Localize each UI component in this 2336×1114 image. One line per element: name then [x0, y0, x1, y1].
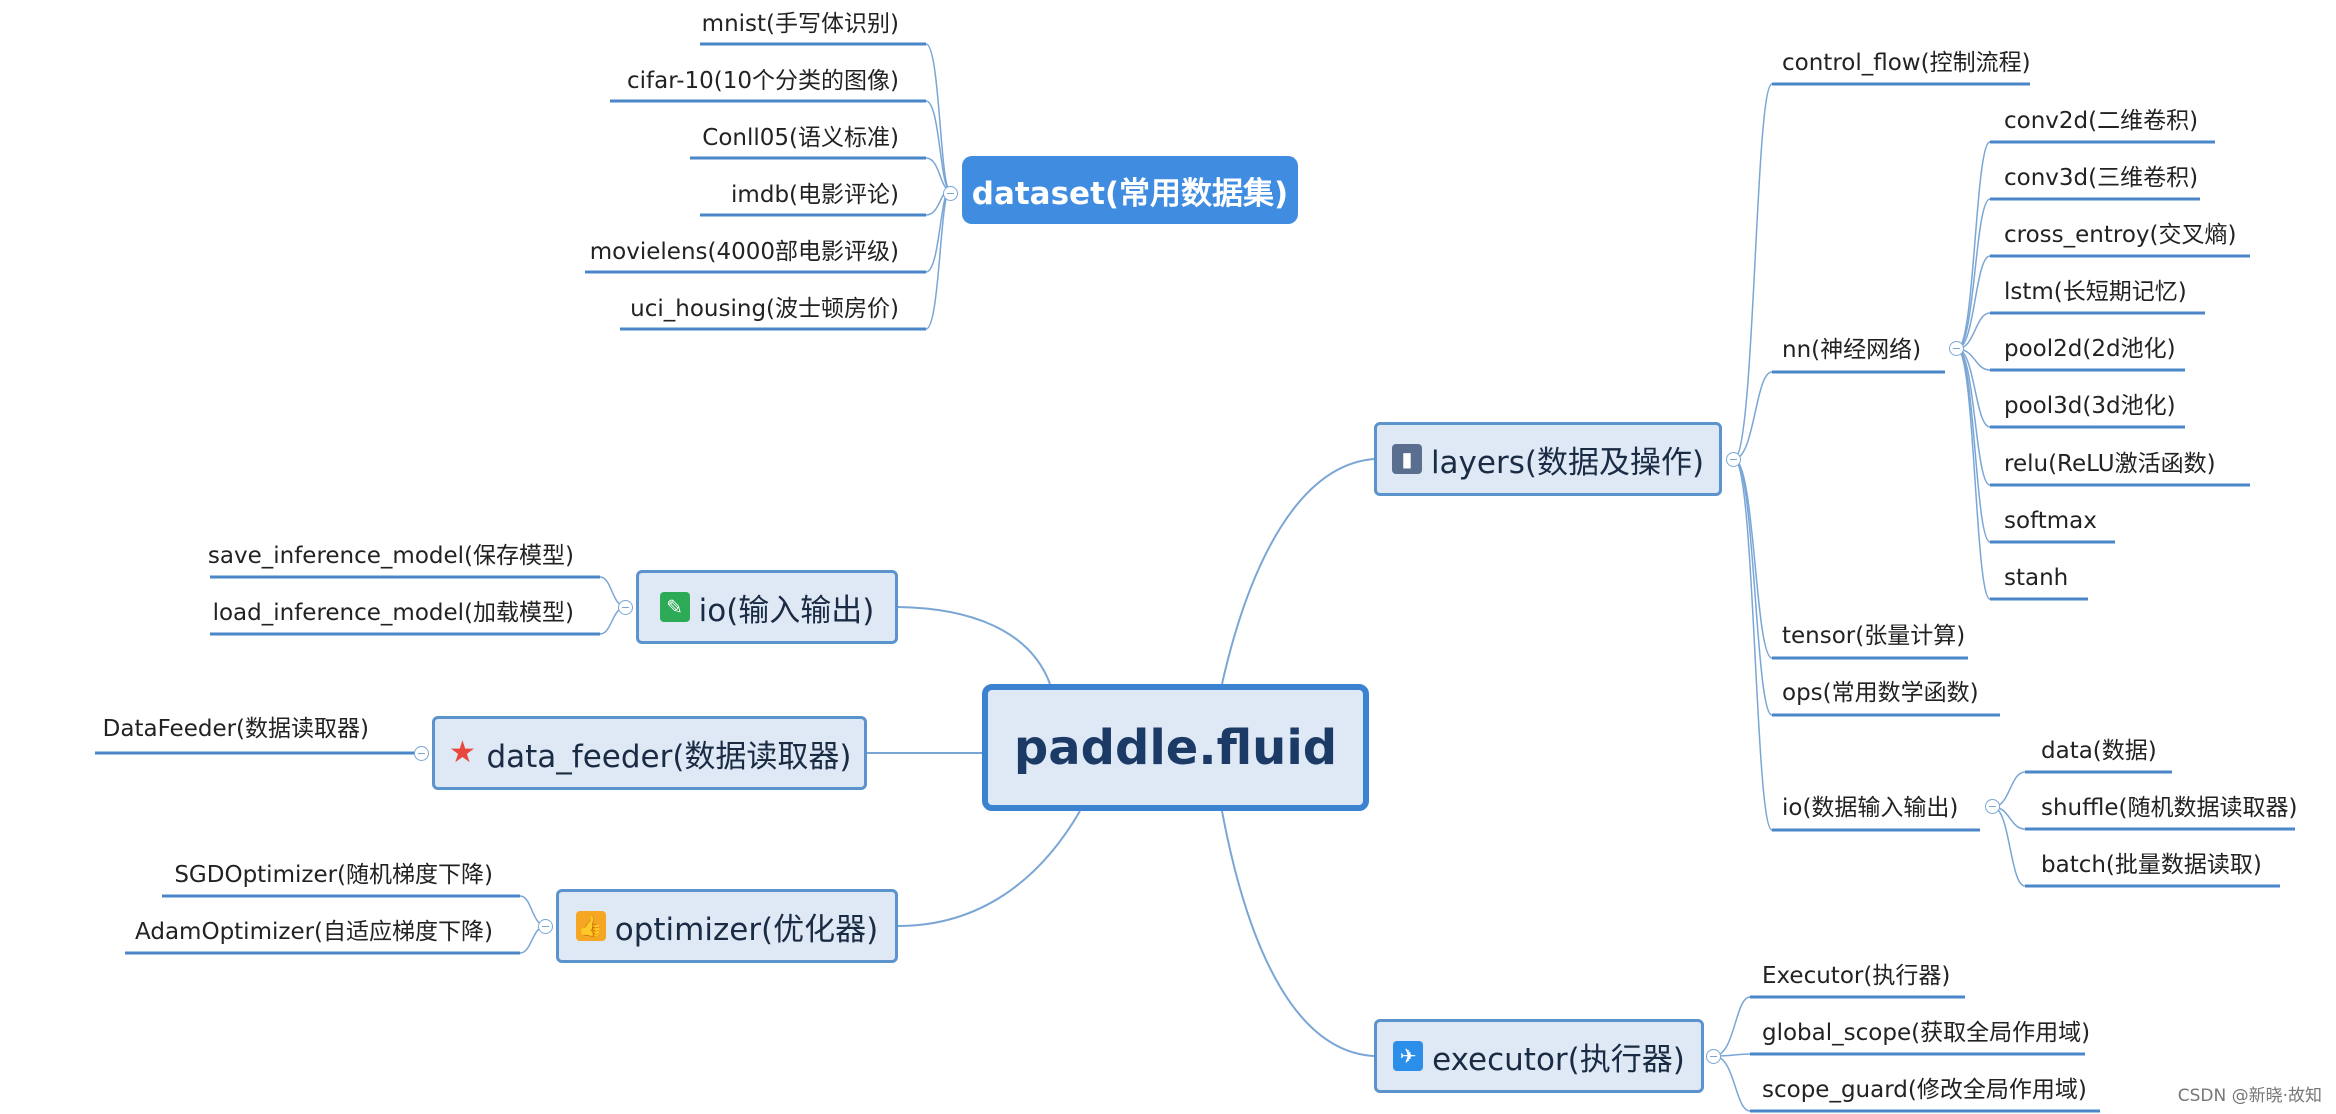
optimizer-item[interactable]: AdamOptimizer(自适应梯度下降) [135, 919, 493, 945]
layers-io-item[interactable]: batch(批量数据读取) [2041, 852, 2262, 878]
nn-item[interactable]: conv2d(二维卷积) [2004, 108, 2199, 134]
dataset-collapse-icon[interactable] [943, 186, 958, 201]
pencil-icon: ✎ [659, 592, 690, 622]
executor-item[interactable]: scope_guard(修改全局作用域) [1762, 1077, 2087, 1103]
layers-child[interactable]: ops(常用数学函数) [1782, 680, 1979, 706]
root-node[interactable]: paddle.fluid [982, 684, 1369, 811]
thumbs-up-icon: 👍 [575, 911, 606, 941]
optimizer-label: optimizer(优化器) [614, 911, 879, 948]
dataset-item[interactable]: Conll05(语义标准) [702, 125, 899, 151]
optimizer-collapse-icon[interactable] [538, 919, 553, 934]
executor-node[interactable]: ✈ executor(执行器) [1374, 1019, 1704, 1093]
root-to-io-line [897, 606, 1051, 685]
dataset-item[interactable]: movielens(4000部电影评级) [589, 239, 899, 265]
data-feeder-collapse-icon[interactable] [414, 746, 429, 761]
star-icon: ★ [449, 735, 476, 770]
layers-io-item[interactable]: shuffle(随机数据读取器) [2041, 795, 2298, 821]
executor-branch-line [1713, 996, 1751, 1057]
nn-branch-line [1956, 348, 1991, 600]
nn-item[interactable]: pool3d(3d池化) [2004, 393, 2176, 419]
layers-branch-line [1733, 83, 1773, 460]
airplane-icon: ✈ [1393, 1041, 1424, 1071]
layers-io-item[interactable]: data(数据) [2041, 738, 2157, 764]
nn-item[interactable]: lstm(长短期记忆) [2004, 279, 2187, 305]
layers-branch-line [1733, 458, 1773, 716]
layers-collapse-icon[interactable] [1726, 452, 1741, 467]
dataset-item[interactable]: cifar-10(10个分类的图像) [627, 68, 899, 94]
nn-branch-line [1956, 141, 1991, 350]
data-feeder-node[interactable]: ★ data_feeder(数据读取器) [432, 716, 867, 790]
nn-branch-line [1956, 198, 1991, 350]
watermark: CSDN @新晓·故知 [2177, 1086, 2322, 1106]
layers-child[interactable]: tensor(张量计算) [1782, 623, 1966, 649]
root-to-optimizer-line [897, 810, 1081, 927]
nn-item[interactable]: conv3d(三维卷积) [2004, 165, 2199, 191]
io-item[interactable]: save_inference_model(保存模型) [207, 543, 574, 569]
layers-io-collapse-icon[interactable] [1985, 799, 2000, 814]
executor-item[interactable]: global_scope(获取全局作用域) [1762, 1020, 2091, 1046]
executor-item[interactable]: Executor(执行器) [1762, 963, 1951, 989]
layers-child[interactable]: io(数据输入输出) [1782, 795, 1959, 821]
dataset-item[interactable]: uci_housing(波士顿房价) [630, 296, 899, 322]
dataset-branch-line [925, 189, 951, 273]
data-feeder-item[interactable]: DataFeeder(数据读取器) [102, 716, 369, 742]
layers-child[interactable]: control_flow(控制流程) [1782, 50, 2031, 76]
io-node[interactable]: ✎ io(输入输出) [636, 570, 898, 644]
dataset-label: dataset(常用数据集) [971, 175, 1289, 212]
optimizer-node[interactable]: 👍 optimizer(优化器) [556, 889, 898, 963]
dataset-branch-line [925, 43, 951, 191]
executor-label: executor(执行器) [1432, 1041, 1685, 1078]
layers-child[interactable]: nn(神经网络) [1782, 337, 1922, 363]
executor-branch-line [1713, 1055, 1751, 1112]
dataset-item[interactable]: mnist(手写体识别) [701, 11, 899, 37]
io-collapse-icon[interactable] [618, 600, 633, 615]
nn-item[interactable]: softmax [2004, 508, 2097, 534]
dataset-node[interactable]: dataset(常用数据集) [962, 156, 1298, 224]
nn-item[interactable]: relu(ReLU激活函数) [2004, 451, 2216, 477]
dataset-branch-line [925, 100, 951, 191]
nn-item[interactable]: pool2d(2d池化) [2004, 336, 2176, 362]
root-to-executor-line [1221, 810, 1375, 1057]
io-label: io(输入输出) [698, 592, 875, 629]
layers-branch-line [1733, 458, 1773, 659]
nn-branch-line [1956, 348, 1991, 428]
layers-io-branch-line [1992, 806, 2026, 887]
bar-chart-icon: ▮ [1391, 444, 1422, 474]
layers-node[interactable]: ▮ layers(数据及操作) [1374, 422, 1722, 496]
nn-item[interactable]: cross_entroy(交叉熵) [2004, 222, 2237, 248]
root-label: paddle.fluid [1013, 719, 1338, 776]
nn-item[interactable]: stanh [2004, 565, 2069, 591]
io-item[interactable]: load_inference_model(加载模型) [212, 600, 574, 626]
dataset-item[interactable]: imdb(电影评论) [731, 182, 899, 208]
root-to-layers-line [1221, 458, 1375, 685]
nn-collapse-icon[interactable] [1949, 341, 1964, 356]
data-feeder-label: data_feeder(数据读取器) [486, 738, 852, 775]
layers-branch-line [1733, 458, 1773, 831]
executor-collapse-icon[interactable] [1706, 1049, 1721, 1064]
dataset-branch-line [925, 189, 951, 330]
layers-label: layers(数据及操作) [1430, 444, 1705, 481]
optimizer-item[interactable]: SGDOptimizer(随机梯度下降) [174, 862, 493, 888]
nn-branch-line [1956, 348, 1991, 543]
